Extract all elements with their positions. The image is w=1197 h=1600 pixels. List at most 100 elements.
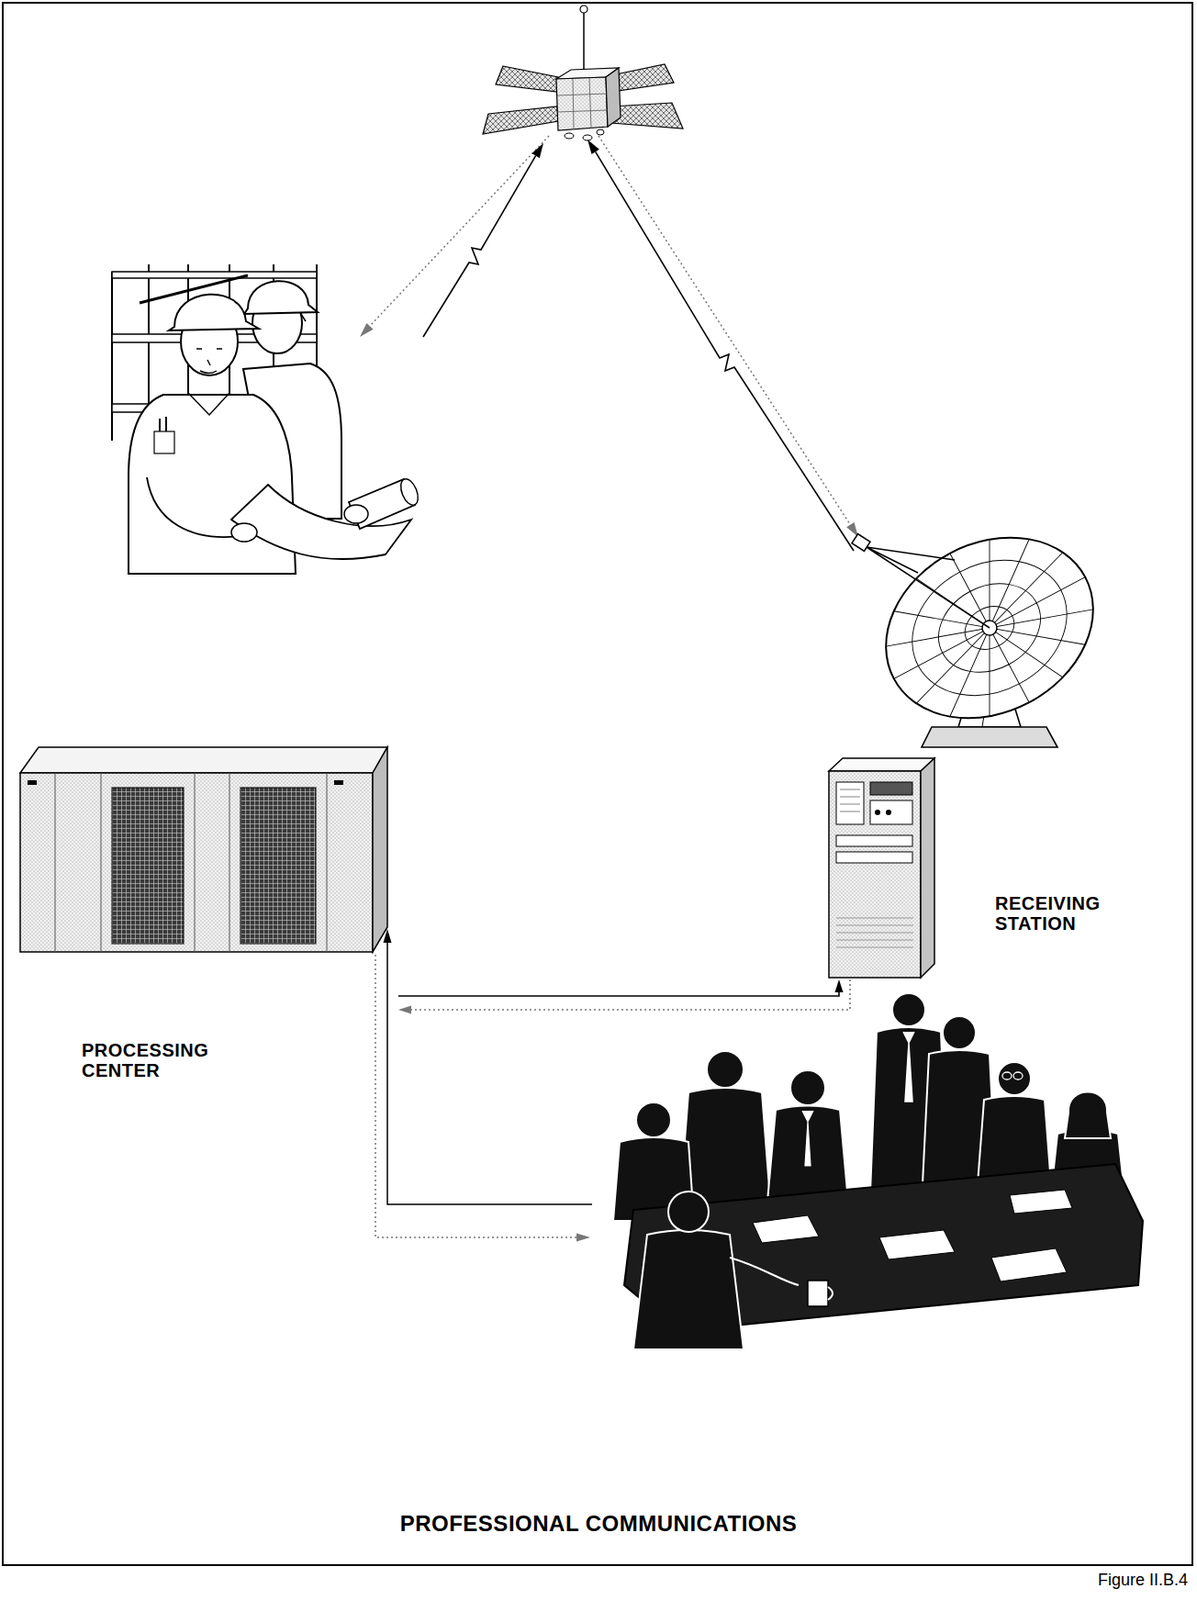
satellite-link-arrows-part <box>423 156 537 337</box>
figure-title: PROFESSIONAL COMMUNICATIONS <box>0 1510 1197 1537</box>
arrowhead <box>835 979 844 993</box>
meeting-illustration-part <box>1009 1189 1073 1214</box>
meeting-illustration-part <box>790 1070 826 1106</box>
field-workers-illustration-part <box>128 394 296 574</box>
satellite-dish-illustration <box>851 502 1125 753</box>
satellite-illustration <box>482 5 683 141</box>
processing-center-illustration-part <box>372 747 388 952</box>
meeting-link-arrows <box>375 928 593 1242</box>
receiving-station-illustration-part <box>874 809 881 816</box>
processing-center-node: PROCESSING CENTER <box>20 738 399 1087</box>
field-workers-illustration-part <box>188 392 230 415</box>
satellite-dish-illustration-part-part <box>854 502 1126 753</box>
satellite-illustration-part <box>596 129 605 135</box>
meeting-link-arrows-part <box>375 954 578 1238</box>
meeting-illustration-part <box>633 1230 744 1350</box>
meeting-illustration-part <box>903 1031 915 1102</box>
station-label: RECEIVING STATION <box>995 893 1133 935</box>
field-workers-illustration-part <box>344 504 369 524</box>
satellite-dish-illustration-part <box>854 502 1126 753</box>
satellite-link-arrows-part <box>531 143 544 158</box>
data-link-connector <box>398 979 851 1015</box>
field-workers-illustration-part <box>168 294 259 331</box>
meeting-illustration-part <box>636 1102 672 1138</box>
satellite-link-arrows <box>359 135 859 551</box>
receiving-station-illustration <box>828 758 935 978</box>
meeting-illustration-part <box>942 1016 976 1050</box>
meeting-illustration-part <box>827 1286 833 1300</box>
field-workers-illustration-part <box>231 523 258 542</box>
processing-center-illustration-part <box>20 747 388 773</box>
satellite-link-arrows-part <box>369 135 549 326</box>
meeting-illustration-part <box>668 1191 709 1232</box>
meeting-illustration-part <box>1002 1072 1023 1080</box>
meeting-link-arrows-part <box>387 941 593 1205</box>
meeting-illustration-part <box>892 993 926 1027</box>
satellite-link-arrows-part <box>587 139 600 155</box>
satellite-dish-illustration-part <box>921 727 1058 748</box>
meeting-link-arrows-part <box>576 1233 591 1242</box>
meeting-illustration-part <box>706 1051 744 1088</box>
field-workers-illustration-part <box>196 348 223 374</box>
meeting-illustration-part <box>807 1280 828 1307</box>
processing-center-illustration <box>20 747 388 952</box>
processing-center-illustration-part <box>111 787 184 944</box>
connector-line <box>411 979 851 1010</box>
satellite-illustration-part <box>564 133 574 139</box>
field-workers-illustration-part <box>397 476 422 508</box>
processing-center-illustration-part <box>27 780 37 785</box>
processing-center-illustration-part <box>334 780 344 785</box>
satellite-illustration-part <box>582 134 593 141</box>
arrowhead <box>398 1006 412 1015</box>
meeting-illustration-part <box>991 1248 1067 1282</box>
data-link-connector <box>398 979 844 996</box>
connector-line <box>398 992 840 996</box>
label-block: RECEIVING STATION <box>995 893 1133 935</box>
figure-frame <box>2 2 1193 1566</box>
receiving-station-illustration-part <box>870 782 913 795</box>
receiving-station-node: RECEIVING STATION <box>826 755 1139 980</box>
meeting-illustration-part <box>879 1230 955 1260</box>
receiving-station-illustration-part <box>836 782 864 825</box>
receiving-station-illustration-part <box>920 758 935 978</box>
receiving-station-illustration-part <box>885 809 892 816</box>
satellite-illustration-part <box>605 67 621 127</box>
meeting-link-arrows-part <box>383 928 392 943</box>
figure-number: Figure II.B.4 <box>1097 1570 1188 1590</box>
satellite-link-arrows-part <box>598 135 851 526</box>
processing-center-illustration-part <box>55 772 327 952</box>
field-workers-illustration-part <box>146 477 241 537</box>
meeting-illustration-part <box>1064 1092 1111 1140</box>
receiving-station-illustration-part <box>828 771 921 978</box>
receiving-station-illustration-part <box>836 917 914 948</box>
receiving-station-illustration-part <box>870 800 913 825</box>
satellite-illustration-part <box>611 102 683 129</box>
satellite-illustration-part <box>495 66 559 92</box>
satellite-illustration-part <box>556 77 608 131</box>
meeting-illustration-part <box>802 1110 814 1166</box>
satellite-illustration-part <box>611 64 674 92</box>
processing-center-illustration-part <box>20 772 373 952</box>
station-label: PROCESSING CENTER <box>81 1040 266 1082</box>
satellite-illustration-part <box>557 78 608 130</box>
field-workers-illustration-part <box>244 280 318 314</box>
meeting-illustration-part <box>997 1062 1031 1096</box>
satellite-link-arrows-part <box>359 323 374 337</box>
processing-center-illustration-part <box>240 787 316 944</box>
field-workers-illustration <box>111 264 422 574</box>
receiving-station-illustration-part <box>836 851 913 863</box>
meeting-illustration-part <box>752 1215 819 1243</box>
satellite-link-arrows-part <box>595 151 854 551</box>
field-workers-illustration-part <box>111 271 317 279</box>
receiving-station-illustration-part <box>839 789 861 812</box>
satellite-dish-illustration-part <box>866 547 990 628</box>
satellite-illustration-part <box>582 12 585 74</box>
satellite-dish-illustration-part-part <box>854 502 1126 753</box>
satellite-illustration-part <box>580 5 588 13</box>
label-block: PROCESSING CENTER <box>81 1040 266 1082</box>
satellite-dish-illustration-part <box>851 534 871 552</box>
meeting-illustration-part <box>729 1257 799 1286</box>
